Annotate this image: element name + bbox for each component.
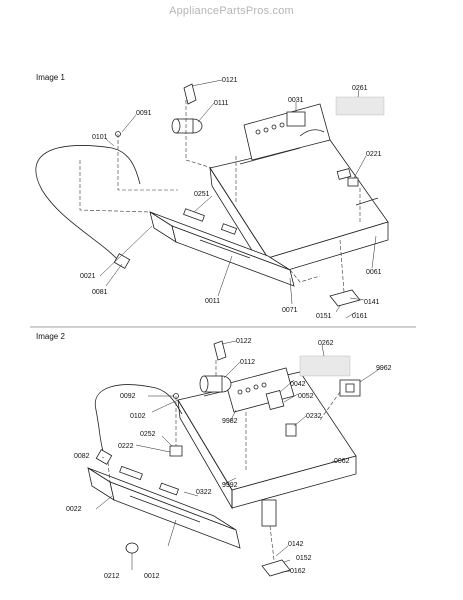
part-label-9982: 9982: [222, 418, 238, 425]
capacitor-1: [171, 118, 203, 134]
part-label-0011: 0011: [205, 298, 220, 305]
part-label-0062: 0062: [334, 458, 350, 465]
chassis-tray-1: [209, 139, 389, 278]
part-label-0222: 0222: [118, 443, 134, 450]
relay-1: [347, 177, 359, 187]
part-label-0322: 0322: [196, 489, 212, 496]
chassis-tray-2: [177, 371, 357, 527]
power-cord-1: [35, 131, 141, 269]
knob-2: [125, 542, 139, 554]
part-label-0021: 0021: [80, 273, 96, 280]
part-label-0042: 0042: [290, 381, 306, 388]
bracket-0252: [169, 445, 183, 457]
part-label-0212: 0212: [104, 573, 120, 580]
part-label-0031: 0031: [288, 97, 304, 104]
part-label-0082: 0082: [74, 453, 90, 460]
bracket-2: [261, 559, 291, 577]
part-label-9962: 9962: [376, 365, 392, 372]
part-label-9992: 9992: [222, 482, 238, 489]
image-1-drawing: [30, 83, 416, 328]
part-label-0061: 0061: [366, 269, 382, 276]
part-label-0152: 0152: [296, 555, 312, 562]
tube-2: [213, 340, 227, 361]
image-2-title: Image 2: [36, 332, 65, 341]
part-label-0252: 0252: [140, 431, 156, 438]
capacitor-2: [199, 375, 232, 393]
part-label-0232: 0232: [306, 413, 322, 420]
part-label-0112: 0112: [240, 359, 255, 366]
part-label-0142: 0142: [288, 541, 304, 548]
part-label-0141: 0141: [364, 299, 380, 306]
part-label-0161: 0161: [352, 313, 368, 320]
label-plate-1: [335, 96, 385, 116]
part-label-0221: 0221: [366, 151, 382, 158]
label-plate-2: [299, 355, 351, 377]
control-board-2: [225, 367, 295, 413]
part-label-0071: 0071: [282, 307, 298, 314]
part-label-0121: 0121: [222, 77, 238, 84]
part-label-0122: 0122: [236, 338, 252, 345]
front-panel-1: [149, 208, 295, 287]
image-2-drawing: [87, 340, 361, 577]
power-cord-2: [94, 384, 183, 465]
part-label-0052: 0052: [298, 393, 314, 400]
part-label-0101: 0101: [92, 134, 108, 141]
image-1-title: Image 1: [36, 73, 65, 82]
part-label-0091: 0091: [136, 110, 152, 117]
part-label-0111: 0111: [214, 100, 229, 107]
part-label-0012: 0012: [144, 573, 160, 580]
part-label-0081: 0081: [92, 289, 108, 296]
part-label-0251: 0251: [194, 191, 210, 198]
part-labels: 0121 0111 0031 0261 0091 0101 0221 0251 …: [66, 77, 392, 580]
watermark: AppliancePartsPros.com: [169, 5, 294, 17]
part-label-0022: 0022: [66, 506, 82, 513]
part-label-0102: 0102: [130, 413, 146, 420]
tube-1: [183, 83, 197, 105]
part-label-0261: 0261: [352, 85, 368, 92]
part-label-0092: 0092: [120, 393, 136, 400]
front-panel-2: [87, 465, 241, 549]
control-board-1: [243, 103, 331, 161]
part-label-0151: 0151: [316, 313, 332, 320]
part-label-0162: 0162: [290, 568, 306, 575]
part-label-0262: 0262: [318, 340, 334, 347]
callout-leaders: [95, 79, 382, 573]
relay-2: [339, 379, 361, 397]
bracket-1: [329, 289, 361, 307]
switch-0232: [285, 423, 297, 437]
